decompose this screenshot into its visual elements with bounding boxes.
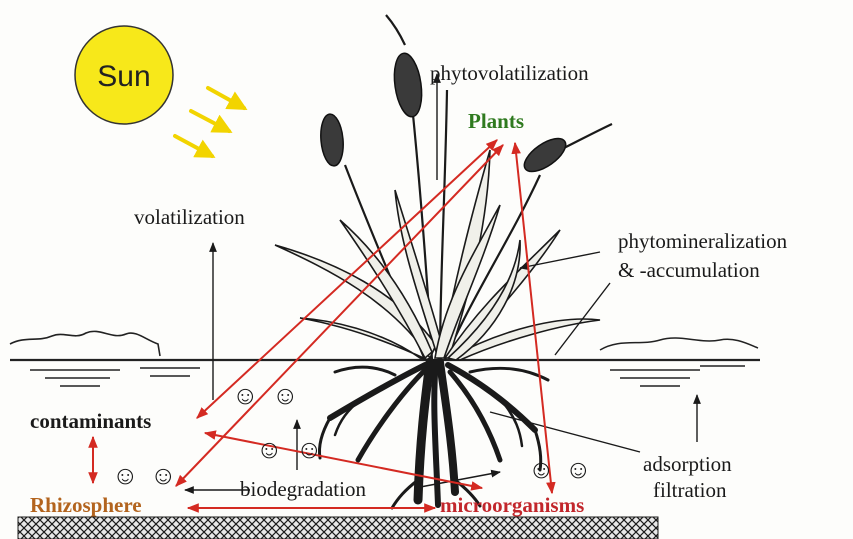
contaminants-label: contaminants [30,409,151,433]
sun-rays [175,88,244,156]
microorganisms-label: microorganisms [440,493,584,517]
microbe-smiley-icon: ☺ [528,454,555,484]
phytomineralization-label: phytomineralization [618,229,788,253]
sun-ray-arrow [175,136,212,156]
microbe-smiley-icon: ☺ [256,434,283,464]
sun-ray-arrow [191,111,229,131]
sun-label: Sun [97,60,150,93]
microbe-smiley-icon: ☺ [232,380,259,410]
accumulation-label: & -accumulation [618,258,760,282]
microbe-smiley-icon: ☺ [272,380,299,410]
adsorption-pointer [490,412,640,452]
diagram-labels: phytovolatilization Plants volatilizatio… [30,61,788,517]
microbe-smiley-icon: ☺ [565,454,592,484]
plant-leaves [275,150,600,360]
microbe-smiley-icon: ☺ [150,460,177,490]
adsorption-label: adsorption [643,452,732,476]
microbe-smiley-icon: ☺ [296,434,323,464]
sun-ray-arrow [208,88,244,108]
shoreline [10,331,160,356]
microbe-smiley-icon: ☺ [112,460,139,490]
sun: Sun [75,26,173,124]
rhizosphere-label: Rhizosphere [30,493,142,517]
phytomineralization-pointer [555,283,610,355]
biodegradation-label: biodegradation [240,477,366,501]
shoreline-right [600,338,758,350]
volatilization-label: volatilization [134,205,245,229]
sediment-layer [18,517,658,539]
plants-label: Plants [468,109,524,133]
filtration-label: filtration [653,478,727,502]
phytovolatilization-label: phytovolatilization [430,61,589,85]
